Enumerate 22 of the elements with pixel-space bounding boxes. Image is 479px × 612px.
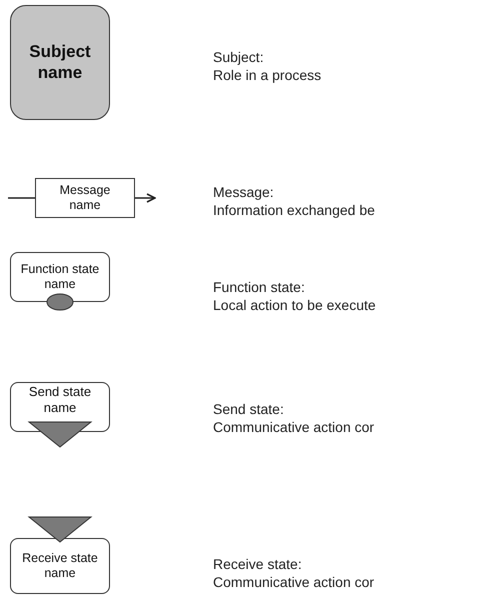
symbol-heading: Message: (213, 183, 274, 201)
node-label: Function state name (20, 262, 100, 292)
symbol-description: Communicative action cor (213, 573, 374, 591)
symbol-heading: Subject: (213, 48, 264, 66)
connector-line (8, 197, 35, 199)
message-box (35, 178, 135, 218)
node-label: Send state name (28, 384, 92, 416)
symbol-heading: Function state: (213, 278, 305, 296)
state-box (10, 538, 110, 594)
symbol-description: Communicative action cor (213, 418, 374, 436)
symbol-description: Role in a process (213, 66, 322, 84)
arrow (135, 193, 156, 203)
node-label: Receive state name (21, 551, 99, 581)
symbol-description: Information exchanged be (213, 201, 375, 219)
state-box (10, 5, 110, 120)
node-label: Message name (58, 183, 112, 213)
node-label: Subject name (28, 42, 92, 83)
state-box (10, 382, 110, 432)
symbol-description: Local action to be execute (213, 296, 376, 314)
symbol-heading: Send state: (213, 400, 284, 418)
symbol-heading: Receive state: (213, 555, 302, 573)
state-box (10, 252, 110, 302)
